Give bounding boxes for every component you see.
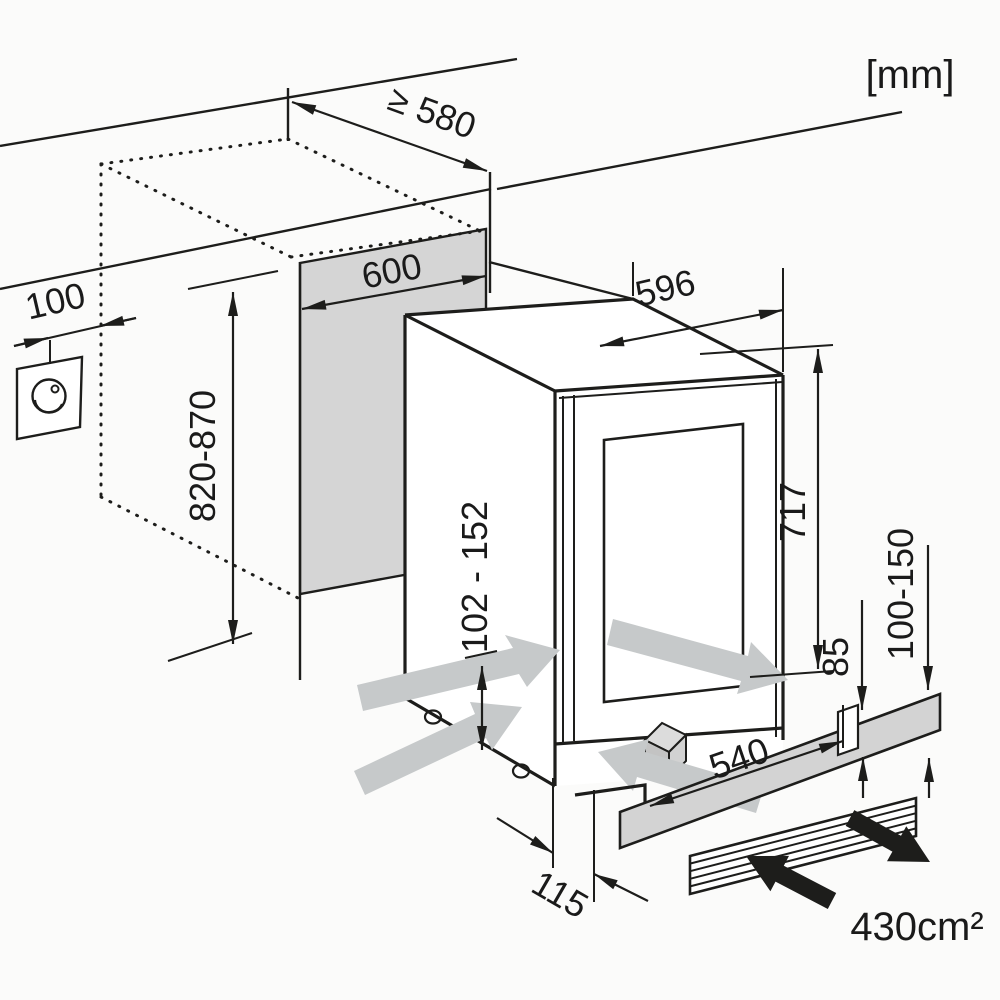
base-height-range-label: 102 - 152 (454, 501, 495, 653)
plinth-height-label: 100-150 (880, 528, 921, 660)
airflow-arrow-under-left-icon (357, 635, 560, 711)
appliance-width-label: 596 (631, 261, 699, 314)
min-vent-area-label: 430cm² (850, 905, 983, 949)
airflow-arrow-front-icon (607, 619, 788, 694)
dim-base-height-range (464, 650, 498, 750)
dim-vent-gap (857, 600, 868, 798)
socket-icon (15, 340, 84, 441)
dim-appliance-width (599, 262, 784, 372)
dim-niche-width (301, 274, 487, 311)
niche-opening-dashed-outline (99, 137, 482, 600)
door-height-label: 717 (772, 482, 813, 542)
unit-label: [mm] (866, 53, 955, 97)
airflow-out-arrow-icon (845, 810, 930, 862)
dim-vent-cutout-width (649, 705, 844, 808)
vent-gap-label: 85 (815, 637, 856, 677)
dim-plinth-recess (496, 778, 649, 902)
niche-depth-label: ≥ 580 (383, 78, 481, 147)
plinth-recess-label: 115 (525, 862, 595, 926)
dim-door-height (699, 344, 834, 678)
airflow-in-arrow-icon (746, 855, 837, 909)
dim-socket-offset (13, 315, 137, 349)
worktop-outline (0, 57, 903, 680)
dim-niche-depth (291, 100, 488, 173)
dim-niche-height (167, 270, 279, 662)
dim-plinth-height (923, 545, 934, 798)
niche-height-label: 820-870 (182, 390, 223, 522)
